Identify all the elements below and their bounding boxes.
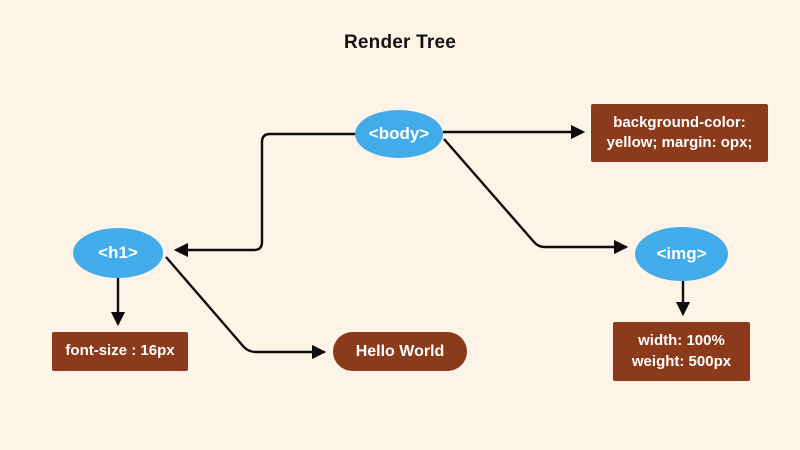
node-body-style: background-color: yellow; margin: opx;	[591, 104, 768, 162]
node-h1-style: font-size : 16px	[52, 332, 188, 371]
node-body-label: <body>	[368, 124, 430, 143]
node-img-label: <img>	[656, 244, 707, 263]
node-img-style: width: 100% weight: 500px	[613, 322, 750, 381]
node-text-hello-world: Hello World	[333, 332, 467, 371]
edge-body-to-h1	[173, 132, 357, 258]
body-style-line2: yellow; margin: opx;	[606, 134, 753, 151]
diagram-title: Render Tree	[343, 32, 457, 53]
img-style-line1: width: 100%	[638, 332, 725, 350]
edge-h1-to-text	[165, 256, 327, 360]
h1-style-label: font-size : 16px	[65, 342, 175, 360]
text-node-label: Hello World	[355, 342, 445, 360]
node-img: <img>	[635, 227, 728, 281]
node-h1-label: <h1>	[98, 243, 138, 262]
node-h1: <h1>	[73, 228, 163, 278]
body-style-line1: background-color:	[613, 113, 746, 131]
edge-body-to-img	[443, 138, 629, 255]
img-style-line2: weight: 500px	[631, 352, 732, 370]
node-body: <body>	[355, 110, 443, 158]
